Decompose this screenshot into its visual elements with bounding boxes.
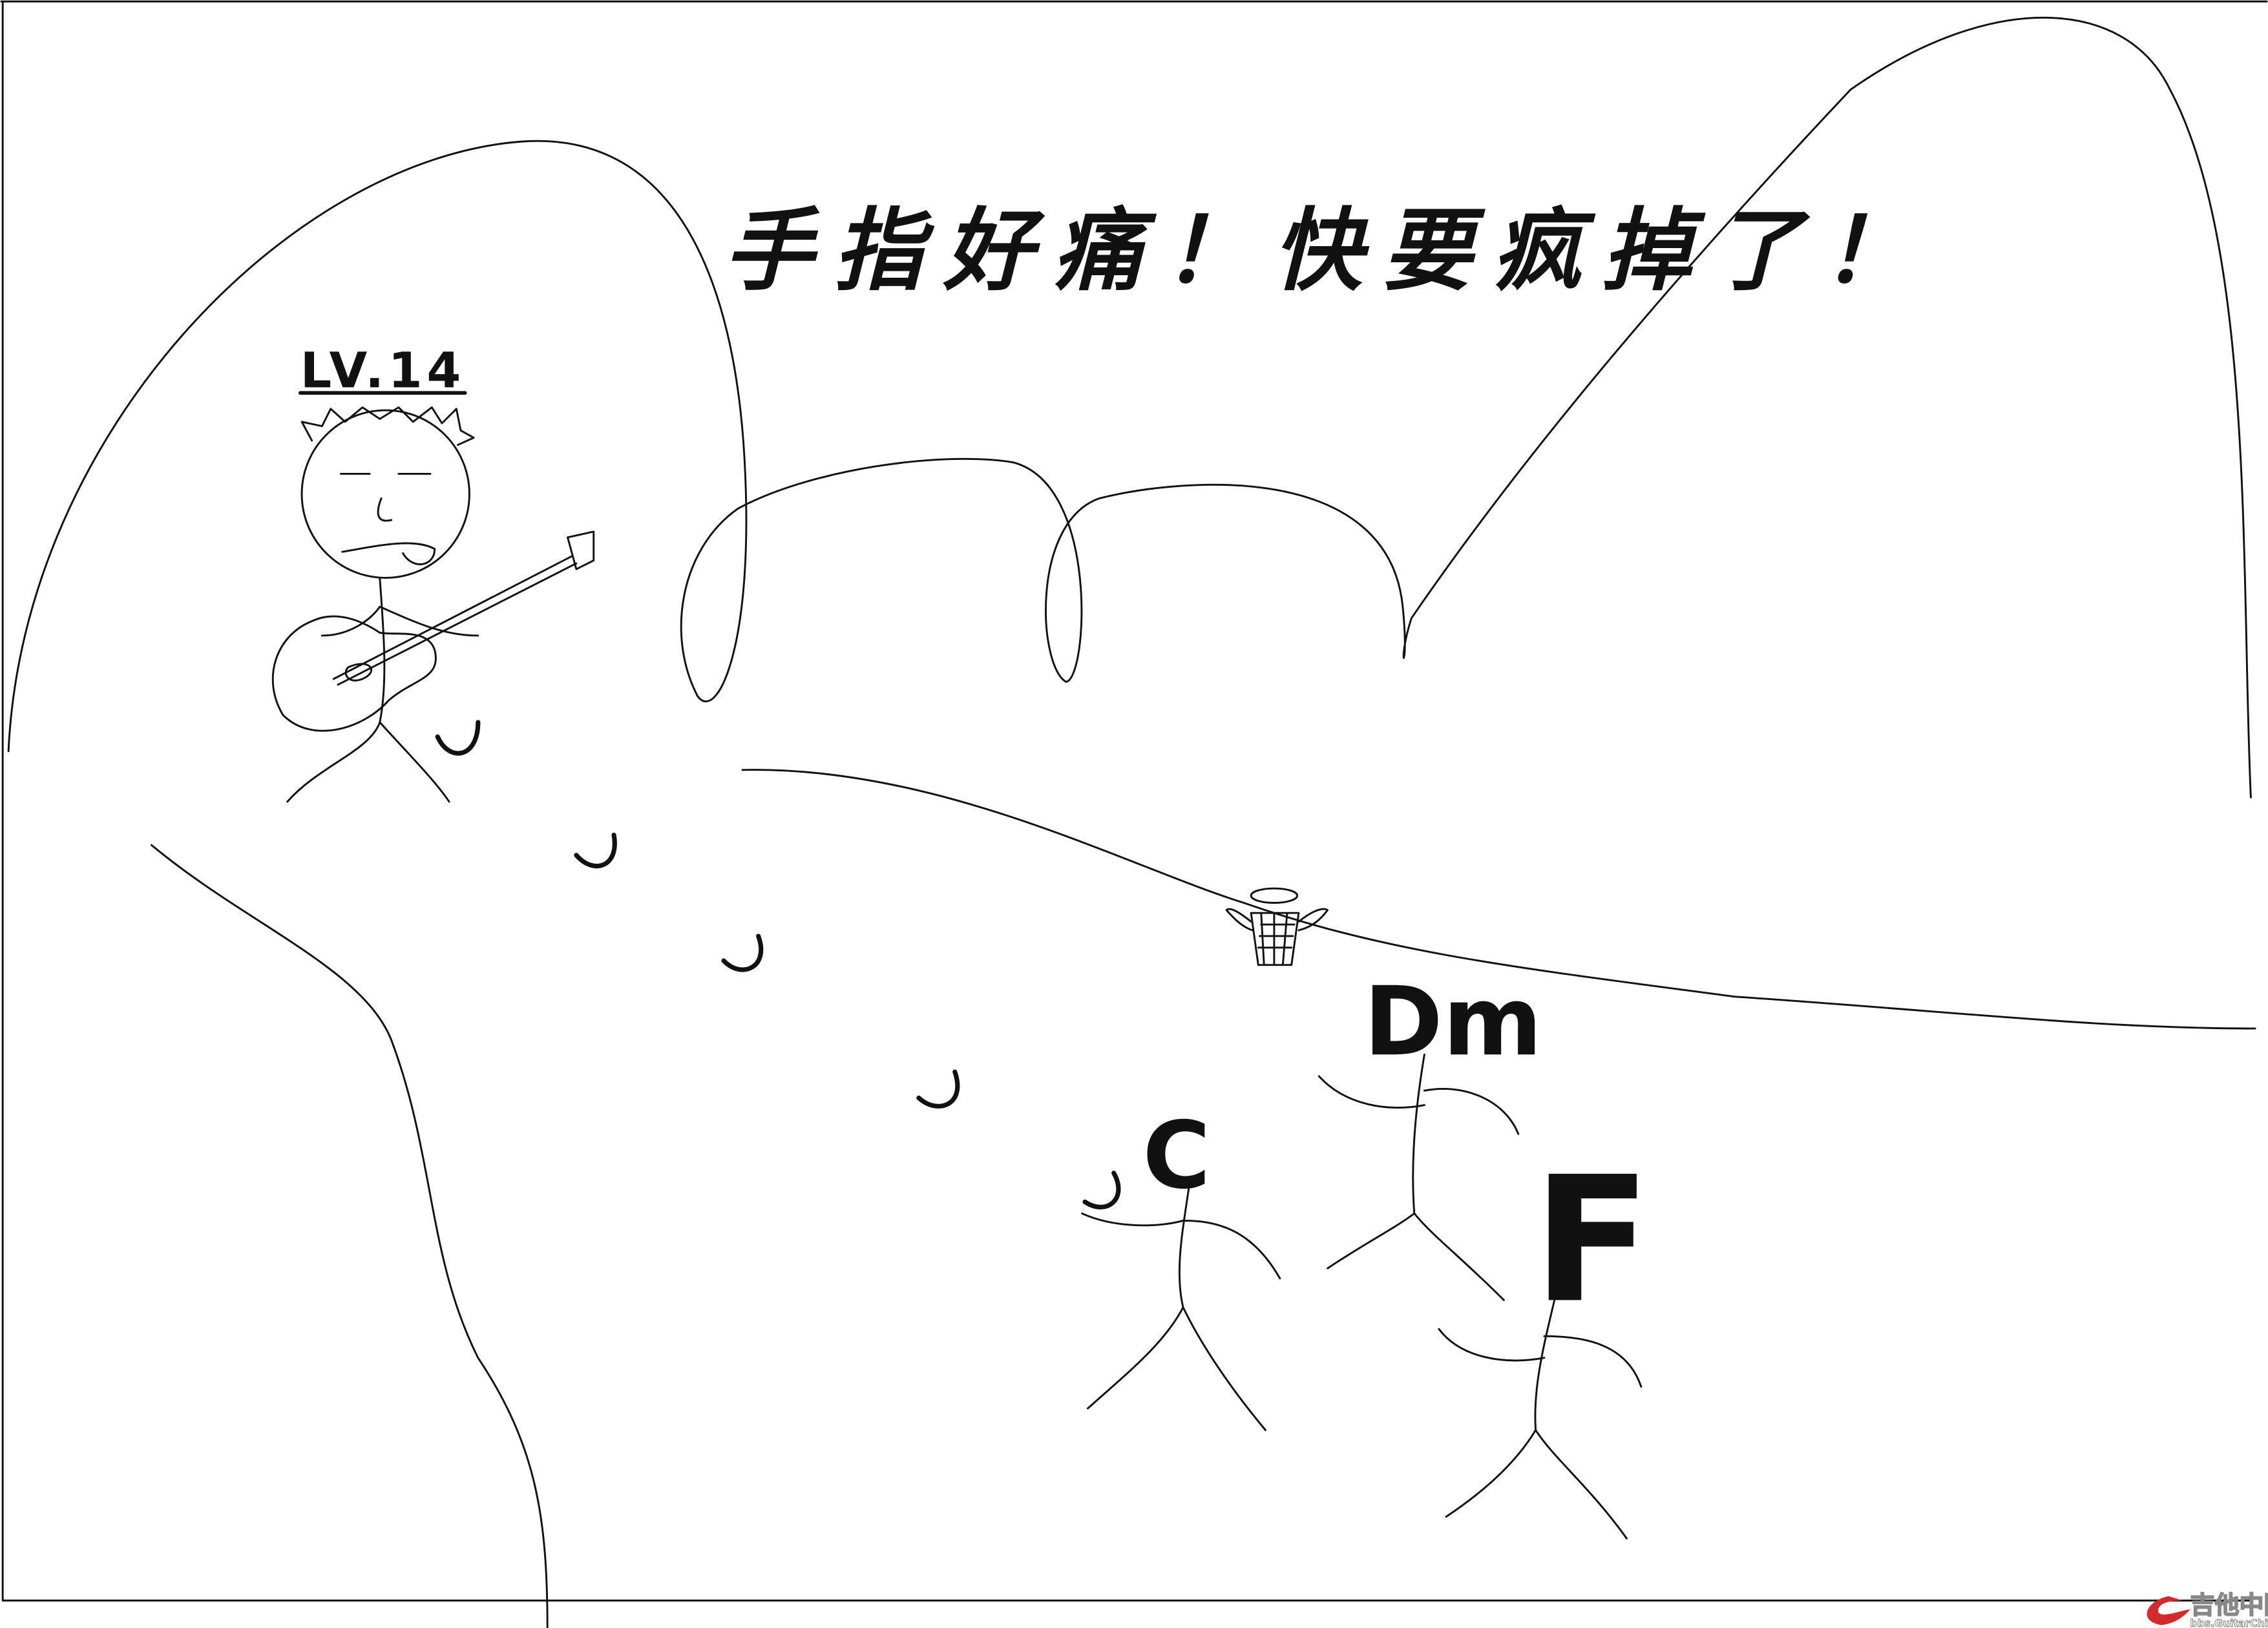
chord-c-character: C — [1081, 1101, 1281, 1432]
lower-curve — [151, 844, 549, 1628]
middle-curve — [741, 769, 2256, 1030]
note-arc-icon — [721, 934, 764, 972]
chord-c-label: C — [1142, 1101, 1210, 1209]
note-arc-icon — [435, 720, 481, 756]
chord-f-character: F — [1438, 1140, 1651, 1539]
dragon-logo-icon — [2147, 1596, 2190, 1625]
face — [339, 472, 436, 565]
thought-bubble-curve — [7, 16, 2252, 798]
guitarist-stick-figure — [271, 406, 595, 803]
title-text: 手指好痛！快要疯掉了！ — [724, 198, 1931, 303]
note-arc-icon — [1082, 1171, 1121, 1210]
level-label: LV.14 — [300, 341, 465, 399]
chord-dm-label: Dm — [1364, 966, 1542, 1077]
head — [300, 409, 470, 579]
watermark-name: 吉他中国 — [2190, 1591, 2268, 1620]
note-arc-icon — [574, 832, 617, 869]
crown-hair-icon — [300, 406, 475, 446]
watermark-url: bbs.GuitarChina.com — [2190, 1617, 2268, 1628]
chord-f-label: F — [1533, 1140, 1651, 1341]
angel-pick-icon — [1225, 887, 1329, 966]
note-arc-icon — [916, 1069, 960, 1109]
guitarchina-watermark: 吉他中国 bbs.GuitarChina.com — [2147, 1591, 2268, 1628]
chord-dm-character: Dm — [1318, 966, 1542, 1301]
body — [286, 576, 479, 803]
guitar-icon — [271, 530, 595, 732]
